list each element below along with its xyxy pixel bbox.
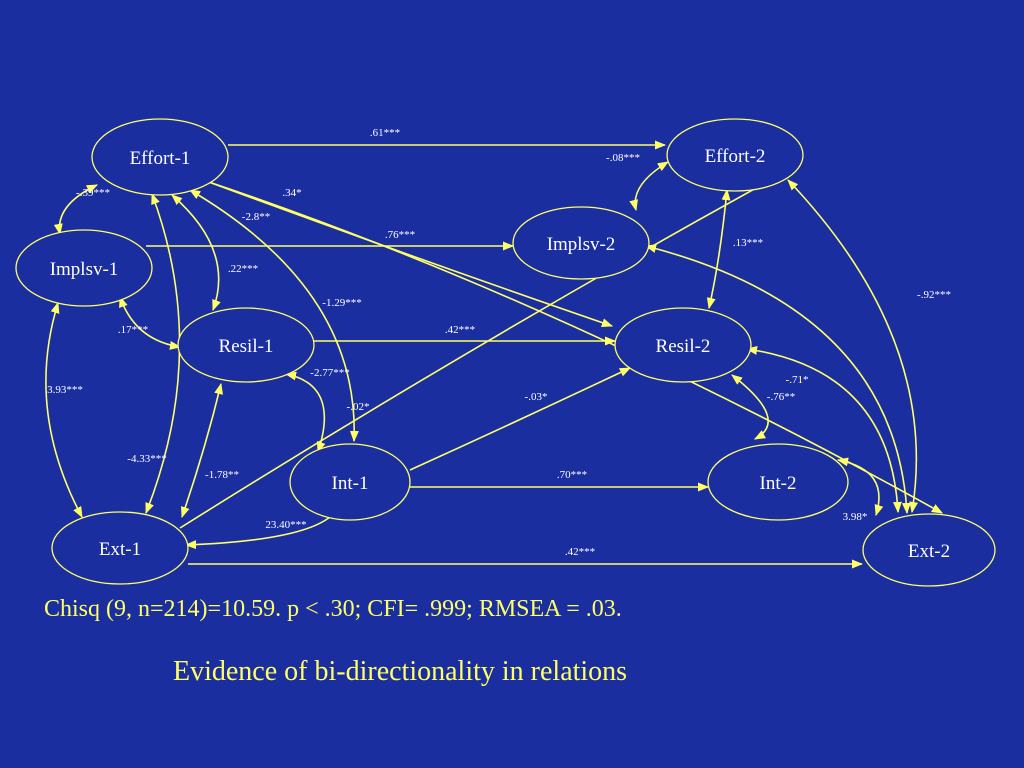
edge-effort1-resil1 <box>171 194 221 312</box>
edge-effort2-resil2 <box>706 188 731 310</box>
edge-label-resil1-resil2: .42*** <box>445 324 475 336</box>
edge-effort2-implsv2 <box>629 161 669 212</box>
node-ext1: Ext-1 <box>51 511 189 585</box>
edge-effort1-ext1 <box>145 192 181 515</box>
edge-label-effort1-implsv1: -.39*** <box>76 187 110 199</box>
node-resil1-label: Resil-1 <box>219 336 274 357</box>
node-resil2: Resil-2 <box>614 307 752 383</box>
edge-label-int1-ext1: 23.40*** <box>265 519 306 531</box>
edge-implsv1-ext1 <box>45 301 83 518</box>
node-effort2: Effort-2 <box>666 118 804 192</box>
edge-resil1-ext1 <box>181 382 223 519</box>
node-effort2-label: Effort-2 <box>705 146 766 167</box>
node-ext2-label: Ext-2 <box>908 541 950 562</box>
edge-label-ext1-effort2: -.02* <box>347 401 370 413</box>
edge-implsv2-ext2 <box>644 244 911 515</box>
node-ext1-label: Ext-1 <box>99 539 141 560</box>
edge-label-int1-resil2: -.03* <box>525 391 548 403</box>
edge-label-implsv1-resil1: .17*** <box>118 324 148 336</box>
node-implsv2-label: Implsv-2 <box>547 234 616 255</box>
edge-effort1-int1 <box>189 189 359 443</box>
edge-label-resil2-int2: -.71* <box>786 374 809 386</box>
edge-label-resil1-int1: -2.77*** <box>310 367 349 379</box>
edge-label-effort1-ext2: -2.8** <box>242 211 270 223</box>
node-implsv1-label: Implsv-1 <box>50 259 119 280</box>
edge-label-implsv1-ext1: 3.93*** <box>47 384 83 396</box>
edge-label-effort1-int1: -1.29*** <box>322 297 361 309</box>
node-effort1: Effort-1 <box>91 118 229 196</box>
edge-label-int2-ext2: 3.98* <box>843 511 868 523</box>
edge-label-effort2-implsv2: -.08*** <box>606 152 640 164</box>
node-int1: Int-1 <box>289 443 411 521</box>
edge-labels-layer: .61*** .76*** .42*** .70*** .42*** -.39*** .17… <box>47 127 951 558</box>
node-int1-ellipse <box>289 443 411 521</box>
edge-label-resil1-ext1: -1.78** <box>205 469 239 481</box>
node-int2-ellipse <box>707 443 849 521</box>
edge-label-effort2-resil2: .13*** <box>733 237 763 249</box>
edge-effort1-implsv1 <box>53 184 99 236</box>
evidence-caption: Evidence of bi-directionality in relatio… <box>173 656 628 687</box>
node-resil1: Resil-1 <box>177 307 315 383</box>
node-ext2: Ext-2 <box>862 513 996 587</box>
node-implsv2-ellipse <box>512 206 650 280</box>
node-int2: Int-2 <box>707 443 849 521</box>
node-ext1-ellipse <box>51 511 189 585</box>
node-effort2-ellipse <box>666 118 804 192</box>
edge-label-int1-int2: .70*** <box>557 469 587 481</box>
node-effort1-label: Effort-1 <box>130 148 191 169</box>
edge-label-effort1-resil1: .22*** <box>228 263 258 275</box>
edge-label-implsv1-implsv2: .76*** <box>385 229 415 241</box>
edge-label-resil2-ext2: -.76** <box>767 391 795 403</box>
node-int1-label: Int-1 <box>332 473 369 494</box>
node-effort1-ellipse <box>91 118 229 196</box>
edge-label-effort1-effort2: .61*** <box>370 127 400 139</box>
node-resil2-ellipse <box>614 307 752 383</box>
node-int2-label: Int-2 <box>760 473 797 494</box>
node-implsv1-ellipse <box>15 229 153 307</box>
edge-resil1-int1 <box>284 371 326 454</box>
edge-implsv1-resil1 <box>119 295 182 350</box>
node-ext2-ellipse <box>862 513 996 587</box>
edge-label-ext1-ext2: .42*** <box>565 546 595 558</box>
edge-ext1-effort2 <box>179 176 777 529</box>
node-resil1-ellipse <box>177 307 315 383</box>
edge-label-effort2-ext2: -.92*** <box>917 289 951 301</box>
edge-resil2-int2 <box>731 374 769 440</box>
model-fit-caption: Chisq (9, n=214)=10.59. p < .30; CFI= .9… <box>44 596 622 622</box>
node-implsv1: Implsv-1 <box>15 229 153 307</box>
edge-label-effort1-resil2: .34* <box>282 187 301 199</box>
edge-int1-resil2 <box>409 367 632 471</box>
node-implsv2: Implsv-2 <box>512 206 650 280</box>
node-resil2-label: Resil-2 <box>656 336 711 357</box>
edge-label-effort1-ext1: -4.33*** <box>127 453 166 465</box>
edges-layer <box>45 140 943 569</box>
